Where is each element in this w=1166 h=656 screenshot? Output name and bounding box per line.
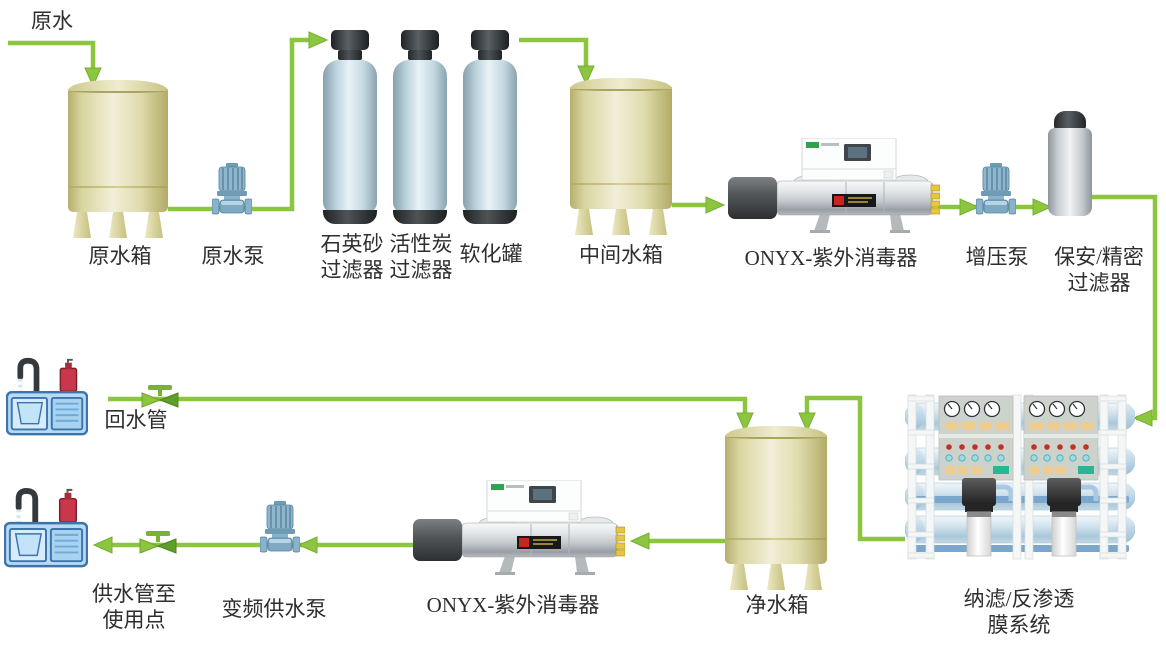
ro-filter-housing <box>1047 478 1081 557</box>
filter-body <box>463 60 517 214</box>
carbon-filter-label: 活性炭 过滤器 <box>389 232 453 282</box>
drainboard <box>49 528 84 563</box>
filter-cap <box>331 30 369 50</box>
tank-seam <box>69 186 167 188</box>
return-pipe-label: 回水管 <box>104 408 168 432</box>
raw-pump-label: 原水泵 <box>201 244 265 268</box>
tank-leg <box>649 209 667 235</box>
filter-cap <box>471 30 509 50</box>
pipe-source-inlet <box>8 40 96 70</box>
tank-seam <box>571 183 671 185</box>
supply-valve-icon <box>139 531 177 554</box>
filter-body <box>393 60 447 214</box>
faucet-icon <box>17 357 40 397</box>
softener-tank-icon <box>463 30 517 224</box>
uv-sterilizer-bottom-icon <box>413 480 625 575</box>
uv-brand-logo <box>806 142 819 148</box>
membrane-system-label: 纳滤/反渗透 膜系统 <box>963 587 1075 637</box>
uv-fittings <box>930 184 940 215</box>
filter-cap <box>401 30 439 50</box>
tank-seam <box>726 538 826 540</box>
tank-body <box>68 89 168 212</box>
uv-bottom-label: ONYX-紫外消毒器 <box>426 593 600 617</box>
tank-top <box>570 78 672 91</box>
vfd-supply-pump-icon <box>260 501 300 553</box>
use-point-sink-icon <box>4 487 88 568</box>
filter-base <box>323 210 377 224</box>
raw-water-pump-icon <box>212 163 252 215</box>
ro-filter-housing <box>962 478 996 557</box>
filter-cap <box>1054 111 1086 130</box>
tank-leg <box>767 564 785 590</box>
raw-water-tank-icon <box>68 80 168 238</box>
filter-base <box>463 210 517 224</box>
middle-tank-label: 中间水箱 <box>579 243 663 267</box>
source-label: 原水 <box>31 9 73 33</box>
tank-top <box>68 80 168 93</box>
vfd-pump-label: 变频供水泵 <box>221 597 327 621</box>
filter-neck <box>408 50 432 60</box>
uv-fittings <box>615 526 625 557</box>
soap-bottle-icon <box>58 497 78 523</box>
raw-tank-label: 原水箱 <box>88 244 152 268</box>
drainboard <box>50 397 84 431</box>
return-point-sink-icon <box>6 357 88 436</box>
pipe-softener-to-middletank <box>519 37 589 68</box>
pipe-return-line <box>108 396 748 416</box>
tank-leg <box>804 564 822 590</box>
pipe-ro-to-cleantank <box>804 395 905 542</box>
control-panel-right <box>1023 395 1099 481</box>
uv-brand-logo <box>491 484 504 490</box>
softener-label: 软化罐 <box>459 242 523 266</box>
tank-leg <box>730 564 748 590</box>
filter-neck <box>478 50 502 60</box>
booster-pump-label: 增压泵 <box>965 245 1029 269</box>
tank-top <box>725 426 827 439</box>
cartridge-filter-icon <box>1048 111 1092 216</box>
quartz-sand-filter-icon <box>323 30 377 224</box>
tank-leg <box>575 209 593 235</box>
tank-leg <box>145 212 163 238</box>
tank-body <box>725 435 827 564</box>
soap-bottle-icon <box>59 367 78 392</box>
control-panel-left <box>938 395 1014 481</box>
membrane-system-icon <box>905 394 1135 560</box>
booster-pump-icon <box>976 163 1016 215</box>
tank-body <box>570 87 672 209</box>
return-valve-icon <box>141 385 179 408</box>
pipe-cartridge-to-ro <box>1090 194 1158 421</box>
faucet-icon <box>15 487 39 528</box>
activated-carbon-filter-icon <box>393 30 447 224</box>
flow-arrowheads <box>84 31 1153 554</box>
tank-leg <box>73 212 91 238</box>
clean-water-tank-icon <box>725 426 827 590</box>
cartridge-filter-label: 保安/精密 过滤器 <box>1054 245 1144 295</box>
uv-sterilizer-top-icon <box>728 138 940 233</box>
tank-leg <box>109 212 127 238</box>
quartz-filter-label: 石英砂 过滤器 <box>320 232 384 282</box>
filter-body <box>1048 128 1092 216</box>
filter-neck <box>338 50 362 60</box>
filter-base <box>393 210 447 224</box>
clean-tank-label: 净水箱 <box>745 593 809 617</box>
uv-top-label: ONYX-紫外消毒器 <box>744 246 918 270</box>
filter-body <box>323 60 377 214</box>
middle-water-tank-icon <box>570 78 672 235</box>
supply-pipe-label: 供水管至 使用点 <box>92 582 176 632</box>
tank-leg <box>612 209 630 235</box>
